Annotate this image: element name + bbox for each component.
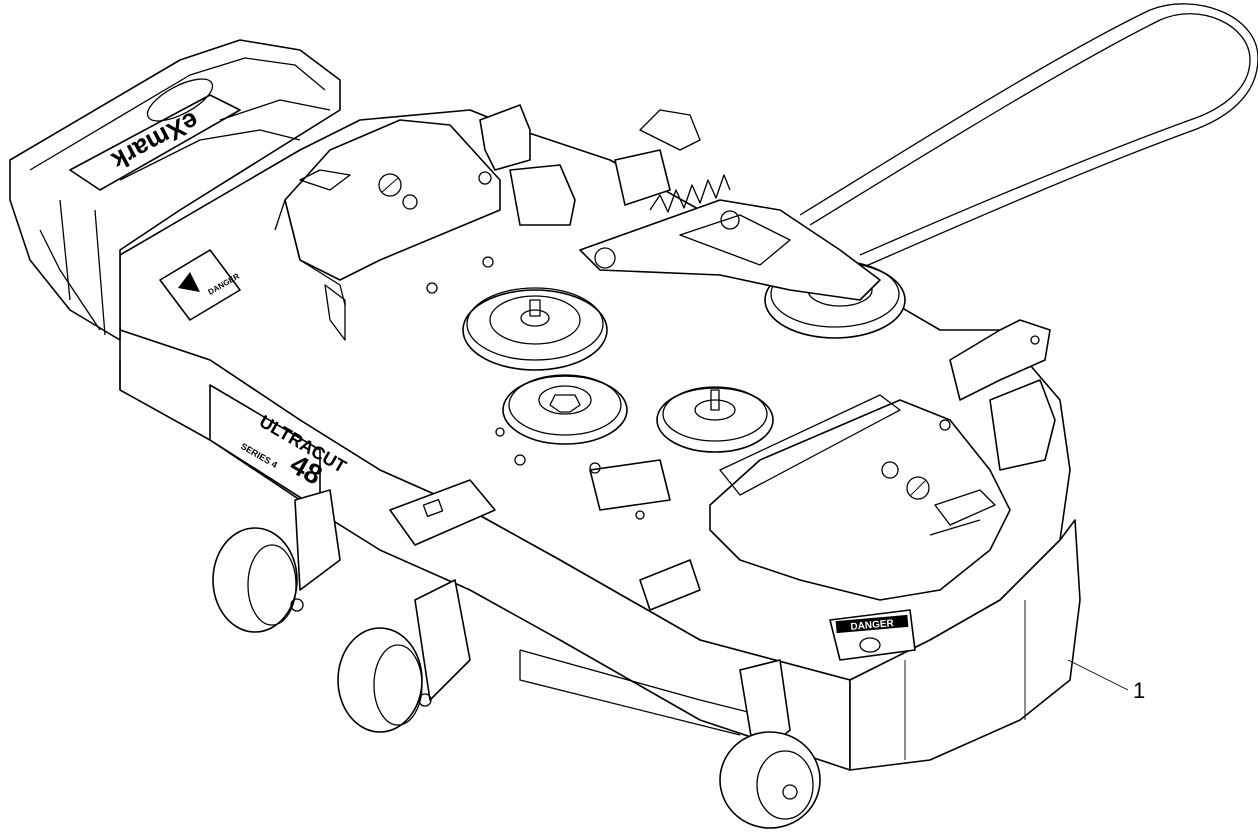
instruction-decals <box>389 459 701 611</box>
danger-decal-side: DANGER <box>159 249 241 321</box>
callout-1: 1 <box>1067 659 1145 703</box>
danger-front-text: DANGER <box>850 618 895 633</box>
rear-brackets <box>479 104 1056 471</box>
idler-arm <box>579 199 881 301</box>
discharge-chute: eXmark <box>9 39 341 341</box>
right-belt-cover <box>709 394 1011 601</box>
deck-bolts <box>426 256 1040 520</box>
caster-wheel-right <box>719 659 821 829</box>
tension-spring <box>639 109 731 213</box>
danger-decal-front: DANGER <box>829 609 916 661</box>
caster-wheel-center <box>337 579 471 733</box>
front-pulley-left <box>502 374 628 445</box>
drive-belt <box>799 3 1258 267</box>
left-belt-cover <box>274 119 501 341</box>
center-pulley-large <box>462 287 608 371</box>
front-pulley-right <box>656 386 774 453</box>
caster-wheel-left <box>212 489 341 633</box>
callout-number: 1 <box>1133 678 1145 703</box>
callout-leader-line <box>1067 659 1129 691</box>
